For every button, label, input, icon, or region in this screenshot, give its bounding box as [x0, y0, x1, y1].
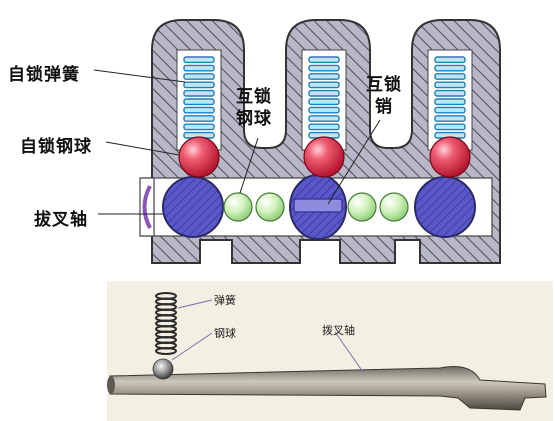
fork-shaft-1	[162, 176, 224, 238]
photo-label-spring: 弹簧	[214, 294, 236, 307]
spring-coil	[308, 73, 340, 80]
spring-coil	[434, 56, 466, 64]
spring-coil	[434, 64, 466, 72]
leader-interlock-pin	[327, 119, 381, 205]
leader-spring	[93, 69, 186, 83]
photo-leader-ball	[171, 332, 213, 361]
spring-coil	[183, 64, 215, 72]
label-self-lock-ball: 自锁钢球	[20, 137, 92, 157]
spring-coil	[308, 89, 340, 97]
spring-coil	[434, 106, 466, 114]
self-lock-ball-3	[429, 136, 471, 178]
detent-plug	[142, 185, 152, 229]
label-interlock-pin: 互锁 销	[366, 75, 402, 117]
spring-coil	[434, 89, 466, 97]
interlock-ball-2	[255, 192, 285, 222]
leader-interlock-ball	[239, 137, 259, 194]
leader-ball	[105, 141, 180, 156]
spring-coil	[183, 81, 215, 89]
photo-label-ball: 钢球	[214, 327, 236, 340]
photo-shaft-end	[107, 376, 115, 394]
label-interlock-ball: 互锁 钢球	[236, 87, 272, 129]
spring-coil	[308, 81, 340, 89]
spring-coil	[183, 123, 215, 131]
photo-spring-coil	[155, 347, 177, 355]
spring-coil	[434, 98, 466, 106]
spring-coil	[308, 98, 340, 106]
photo-label-fork-shaft: 拨叉轴	[322, 324, 355, 337]
channel-left-end	[139, 177, 155, 237]
spring-coil	[434, 73, 466, 80]
spring-coil	[183, 115, 215, 122]
spring-coil	[183, 106, 215, 114]
interlock-ball-4	[379, 192, 409, 222]
photo-steel-ball	[152, 358, 174, 380]
interlock-ball-1	[223, 192, 253, 222]
spring-coil	[434, 81, 466, 89]
label-fork-shaft: 拔叉轴	[34, 210, 88, 230]
spring-coil	[434, 115, 466, 122]
spring-3	[434, 56, 466, 139]
spring-coil	[308, 106, 340, 114]
photo-spring	[155, 292, 177, 355]
spring-coil	[308, 56, 340, 64]
spring-coil	[183, 56, 215, 64]
spring-2	[308, 56, 340, 139]
photo-leader-shaft	[334, 331, 364, 373]
spring-coil	[183, 98, 215, 106]
photo-fork-shaft	[109, 366, 547, 411]
interlock-pin	[293, 198, 343, 213]
interlock-ball-3	[347, 192, 377, 222]
label-self-lock-spring: 自锁弹簧	[8, 65, 80, 85]
fork-shaft-3	[414, 176, 476, 238]
spring-coil	[434, 123, 466, 131]
spring-1	[183, 56, 215, 139]
spring-coil	[183, 73, 215, 80]
spring-coil	[308, 64, 340, 72]
self-lock-ball-1	[178, 136, 220, 178]
spring-coil	[183, 89, 215, 97]
spring-coil	[308, 123, 340, 131]
photo-leader-spring	[177, 299, 213, 309]
spring-coil	[308, 115, 340, 122]
self-lock-ball-2	[303, 136, 345, 178]
